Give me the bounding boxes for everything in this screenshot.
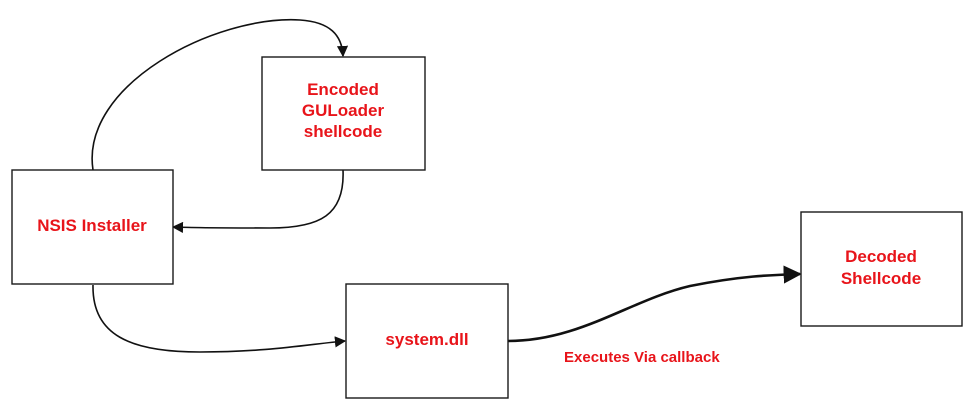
node-nsis-installer: NSIS Installer	[11, 169, 174, 285]
edge-nsis-to-encoded	[91, 19, 349, 171]
edge-label-executes: Executes Via callback	[564, 349, 720, 366]
node-decoded-shellcode: Decoded Shellcode	[800, 211, 963, 327]
node-box	[11, 169, 174, 285]
node-system-dll: system.dll	[345, 283, 509, 399]
edge-systemdll-to-decoded	[507, 265, 802, 343]
node-box	[800, 211, 963, 327]
node-label-line: Decoded	[845, 247, 917, 266]
node-label-line: system.dll	[385, 330, 468, 349]
node-label-line: Shellcode	[841, 269, 921, 288]
node-box	[261, 56, 426, 171]
node-box	[345, 283, 509, 399]
edge-nsis-to-systemdll	[92, 284, 347, 353]
node-encoded-guloader-shellcode: Encoded GULoader shellcode	[261, 56, 426, 171]
node-label-line: shellcode	[304, 122, 382, 141]
node-label-line: GULoader	[302, 101, 385, 120]
node-label-line: NSIS Installer	[37, 216, 147, 235]
edge-encoded-to-nsis	[171, 169, 344, 233]
node-label-line: Encoded	[307, 80, 379, 99]
